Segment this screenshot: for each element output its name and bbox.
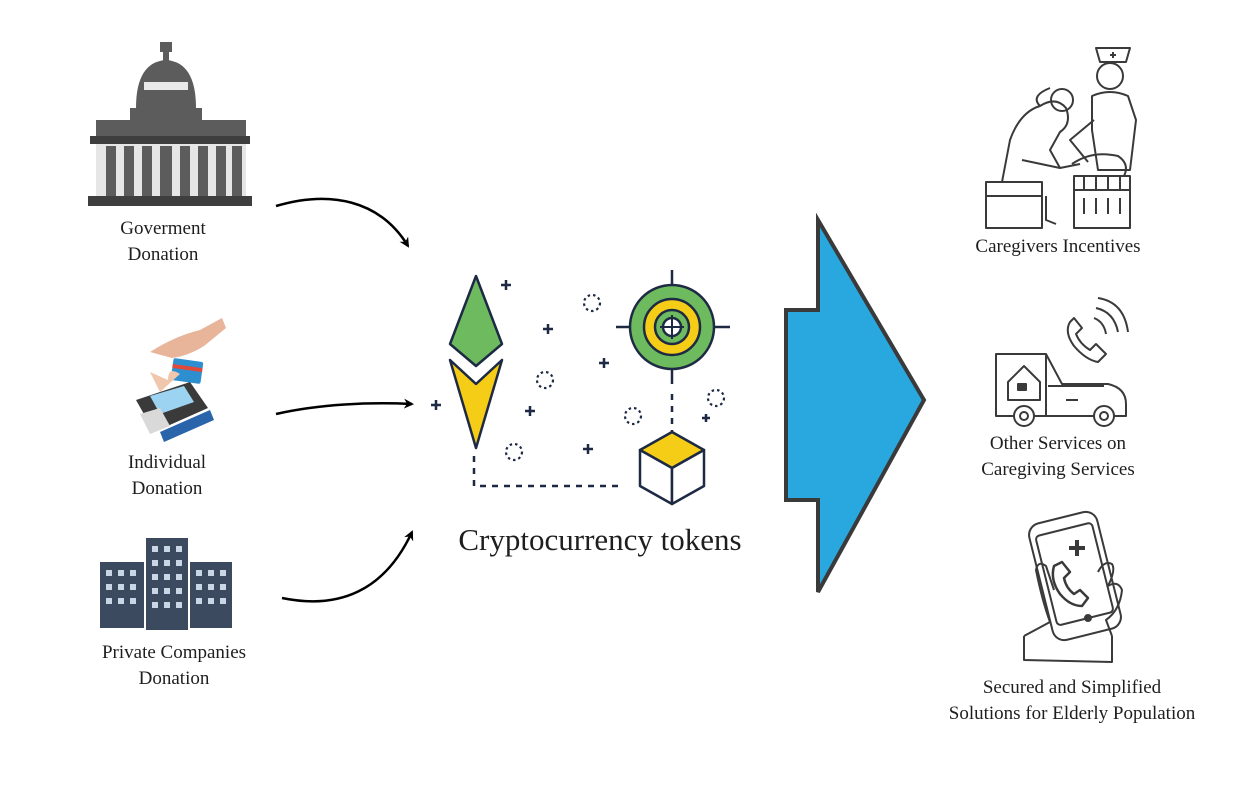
arrow-government-to-center	[275, 197, 410, 248]
caregivers-incentives-line1: Caregivers Incentives	[975, 236, 1141, 257]
card-payment-terminal-icon	[136, 318, 226, 442]
secured-solutions-line1: Secured and Simplified	[982, 677, 1162, 698]
caregivers-incentives-label: Caregivers Incentives	[948, 234, 1168, 260]
big-flow-arrow	[784, 212, 927, 593]
other-services-label: Other Services on Caregiving Services	[948, 431, 1168, 483]
government-donation-line1: Goverment	[120, 218, 206, 239]
home-van-phone-icon	[995, 297, 1129, 427]
secured-solutions-label: Secured and Simplified Solutions for Eld…	[922, 675, 1222, 727]
private-donation-line1: Private Companies	[101, 642, 247, 663]
government-donation-label: Goverment Donation	[88, 216, 238, 268]
other-services-line1: Other Services on	[989, 433, 1127, 454]
individual-donation-label: Individual Donation	[92, 450, 242, 502]
private-donation-label: Private Companies Donation	[76, 640, 272, 692]
private-donation-line2: Donation	[138, 668, 210, 689]
other-services-line2: Caregiving Services	[981, 459, 1135, 480]
hand-phone-medical-icon	[1023, 510, 1123, 663]
individual-donation-line2: Donation	[131, 478, 203, 499]
arrow-individual-to-center	[275, 398, 414, 416]
office-buildings-icon	[100, 538, 232, 630]
individual-donation-line1: Individual	[127, 452, 207, 473]
capitol-building-icon	[88, 42, 252, 206]
secured-solutions-line2: Solutions for Elderly Population	[948, 703, 1196, 724]
crypto-token-network-icon	[431, 270, 730, 506]
nurse-patient-icon	[985, 47, 1137, 229]
cryptocurrency-tokens-label: Cryptocurrency tokens	[458, 522, 742, 557]
arrow-private-to-center	[281, 530, 414, 603]
government-donation-line2: Donation	[127, 244, 199, 265]
